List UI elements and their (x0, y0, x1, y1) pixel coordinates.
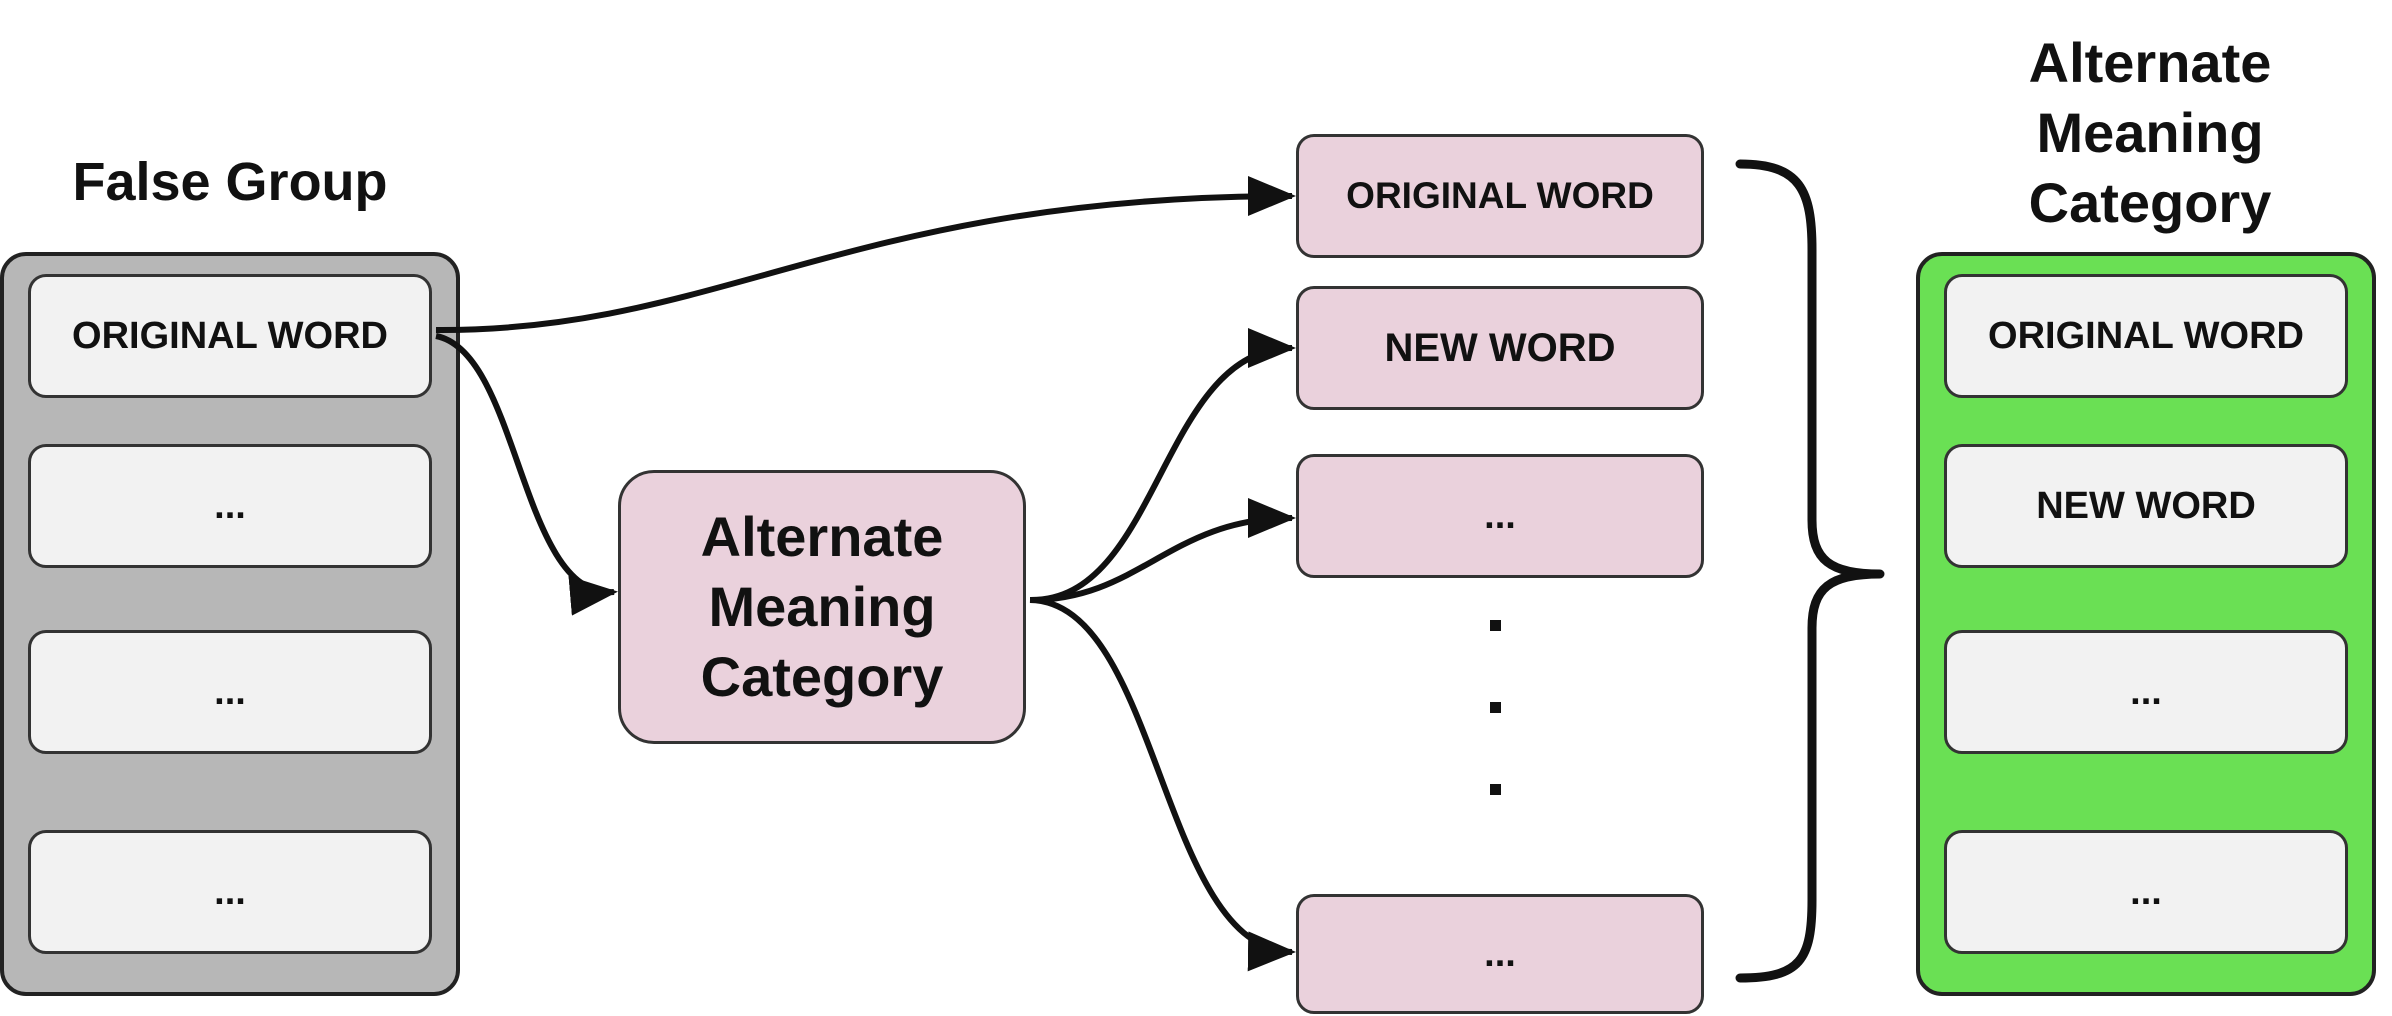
arrow-icon (435, 176, 1296, 334)
false-group-item-original-word: ORIGINAL WORD (28, 274, 432, 398)
false-group-item: ... (28, 630, 432, 754)
alternate-group-item: ... (1944, 830, 2348, 954)
dot (1490, 702, 1501, 713)
alternate-group-title-line: Meaning (2036, 101, 2264, 164)
arrow-icon (435, 333, 618, 616)
arrow-icon (1029, 328, 1296, 604)
alternate-group-title-line: Alternate (2028, 31, 2272, 94)
candidate-item-original-word: ORIGINAL WORD (1296, 134, 1704, 258)
alternate-group-item-original-word: ORIGINAL WORD (1944, 274, 2348, 398)
candidate-item-new-word: NEW WORD (1296, 286, 1704, 410)
arrow-icon (1029, 498, 1296, 603)
alternate-group-item-new-word: NEW WORD (1944, 444, 2348, 568)
false-group-item: ... (28, 444, 432, 568)
alternate-group-title-line: Category (2028, 171, 2272, 234)
candidate-item: ... (1296, 894, 1704, 1014)
category-node-line: Alternate (700, 505, 944, 568)
false-group-title: False Group (72, 152, 388, 212)
alternate-group-item: ... (1944, 630, 2348, 754)
candidate-item: ... (1296, 454, 1704, 578)
false-group-item: ... (28, 830, 432, 954)
alternate-group-title: Alternate Meaning Category (1918, 28, 2382, 238)
arrow-icon (1029, 597, 1296, 972)
alternate-meaning-category-node: Alternate Meaning Category (618, 470, 1026, 744)
right-curly-brace-icon (1735, 159, 1885, 983)
category-node-line: Category (700, 645, 944, 708)
dot (1490, 620, 1501, 631)
category-node-line: Meaning (708, 575, 936, 638)
vertical-dots-icon (1490, 620, 1504, 800)
dot (1490, 784, 1501, 795)
